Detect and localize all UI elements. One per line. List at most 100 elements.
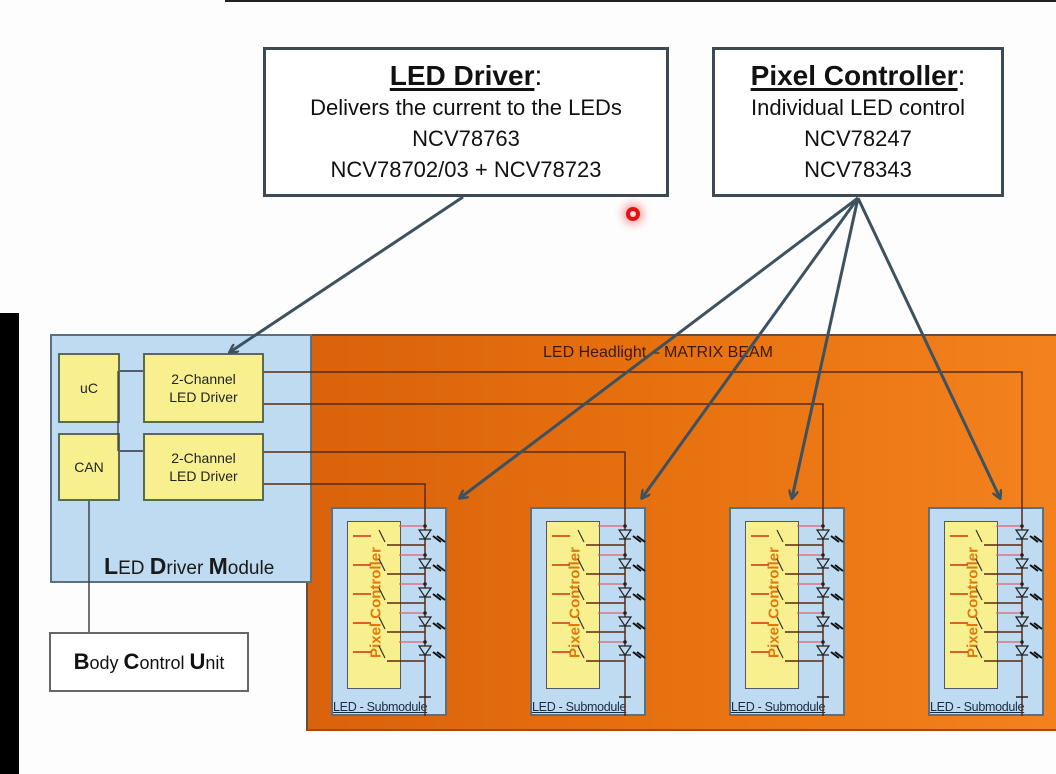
junction-dot [821,611,825,615]
light-emission-icon [830,622,844,630]
pixel-controller-callout: Pixel Controller: Individual LED control… [712,47,1004,197]
callout-line: NCV78343 [804,157,912,182]
switch-icon [776,529,784,543]
junction-dot [623,582,627,586]
driver-output-wire [264,403,824,716]
callout-line: Individual LED control [750,95,965,120]
led-diode-icon [1014,558,1030,570]
junction-dot [623,640,627,644]
light-emission-icon [632,593,646,601]
led-diode-icon [617,616,633,628]
switch-icon [577,529,585,543]
light-emission-icon [632,651,646,659]
led-diode-icon [417,558,433,570]
switch-icon [975,645,983,659]
switch-icon [577,587,585,601]
submodule-label: LED - Submodule [731,700,826,714]
light-emission-icon [1029,651,1043,659]
light-emission-icon [632,535,646,543]
light-emission-icon [432,622,446,630]
light-emission-icon [432,535,446,543]
junction-dot [1020,582,1024,586]
junction-dot [423,611,427,615]
switch-icon [378,645,386,659]
switch-icon [776,587,784,601]
switch-icon [378,616,386,630]
light-emission-icon [432,651,446,659]
callout-line: NCV78702/03 + NCV78723 [330,157,602,182]
junction-dot [821,582,825,586]
left-black-bar [0,313,19,774]
led-diode-icon [815,529,831,541]
pixel-controller-arrow [460,196,859,498]
switch-icon [975,587,983,601]
led-diode-icon [417,645,433,657]
light-emission-icon [830,564,844,572]
driver-output-wire [264,451,626,716]
switch-icon [975,529,983,543]
submodule-label: LED - Submodule [532,700,627,714]
driver-output-wire [264,371,1023,716]
light-emission-icon [830,535,844,543]
led-diode-icon [417,587,433,599]
switch-icon [577,616,585,630]
junction-dot [821,553,825,557]
body-control-unit: Body Control Unit [49,632,249,692]
switch-icon [378,587,386,601]
led-diode-icon [1014,587,1030,599]
switch-icon [577,558,585,572]
led-diode-icon [1014,529,1030,541]
light-emission-icon [1029,535,1043,543]
pointer-cursor-dot [626,207,640,221]
led-diode-icon [617,529,633,541]
headlight-label: LED Headlight – MATRIX BEAM [543,344,774,361]
switch-icon [776,558,784,572]
led-diode-icon [815,616,831,628]
junction-dot [821,640,825,644]
junction-dot [623,553,627,557]
switch-icon [975,616,983,630]
submodule-label: LED - Submodule [333,700,428,714]
light-emission-icon [632,622,646,630]
light-emission-icon [432,593,446,601]
switch-icon [378,529,386,543]
callout-line: NCV78247 [804,126,912,151]
led-driver-callout-title: LED Driver: [389,60,543,91]
pixel-controller-arrow [856,197,1000,498]
switch-icon [577,645,585,659]
driver-output-wire [264,483,426,716]
led-diode-icon [1014,645,1030,657]
junction-dot [1020,640,1024,644]
led-diode-icon [417,616,433,628]
light-emission-icon [1029,564,1043,572]
switch-icon [975,558,983,572]
led-diode-icon [417,529,433,541]
switch-icon [776,645,784,659]
pixel-controller-arrow [642,197,860,498]
light-emission-icon [830,651,844,659]
top-border-line [225,0,1056,2]
can-block: CAN [58,433,120,501]
light-emission-icon [1029,593,1043,601]
led-diode-icon [617,645,633,657]
led-diode-icon [617,587,633,599]
pixel-controller-chip: Pixel Controller [546,521,600,689]
uc-block: uC [58,353,120,423]
led-diode-icon [617,558,633,570]
callout-line: NCV78763 [412,126,520,151]
driver-module-label: LED Driver Module [104,553,275,579]
led-diode-icon [815,645,831,657]
led-driver-arrow [230,195,464,352]
junction-dot [1020,611,1024,615]
led-diode-icon [815,558,831,570]
junction-dot [423,524,427,528]
junction-dot [821,524,825,528]
light-emission-icon [1029,622,1043,630]
light-emission-icon [432,564,446,572]
junction-dot [423,582,427,586]
